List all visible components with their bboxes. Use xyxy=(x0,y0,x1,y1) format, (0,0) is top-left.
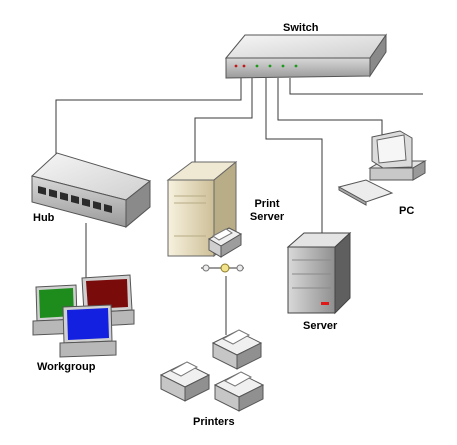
server-led xyxy=(321,302,329,305)
switch-label: Switch xyxy=(283,22,319,34)
workgroup-label: Workgroup xyxy=(37,361,96,373)
printer-top xyxy=(211,329,263,370)
workgroup-monitor-blue xyxy=(59,304,117,358)
cable-switch-pc xyxy=(277,78,383,148)
printers-label: Printers xyxy=(193,416,235,428)
cable-switch-hub xyxy=(55,78,242,165)
cable-switch-right xyxy=(289,78,423,95)
pc-device[interactable] xyxy=(337,130,427,206)
printer-left xyxy=(159,361,211,402)
cable-switch-server xyxy=(265,78,323,238)
workgroup-computers[interactable] xyxy=(32,274,135,358)
print-server-device[interactable] xyxy=(166,160,244,273)
cable-switch-print-server xyxy=(194,78,253,172)
print-server-label-line1: Print xyxy=(254,198,280,210)
switch-device[interactable] xyxy=(224,33,387,79)
cables xyxy=(55,78,423,335)
print-server-label-line2: Server xyxy=(249,211,285,223)
pc-label: PC xyxy=(399,205,415,217)
hub-device[interactable] xyxy=(30,152,152,229)
printer-right xyxy=(213,371,265,412)
server-device[interactable] xyxy=(286,231,352,315)
hub-label: Hub xyxy=(33,212,55,224)
server-label: Server xyxy=(303,320,338,332)
printers-group[interactable] xyxy=(159,329,265,412)
